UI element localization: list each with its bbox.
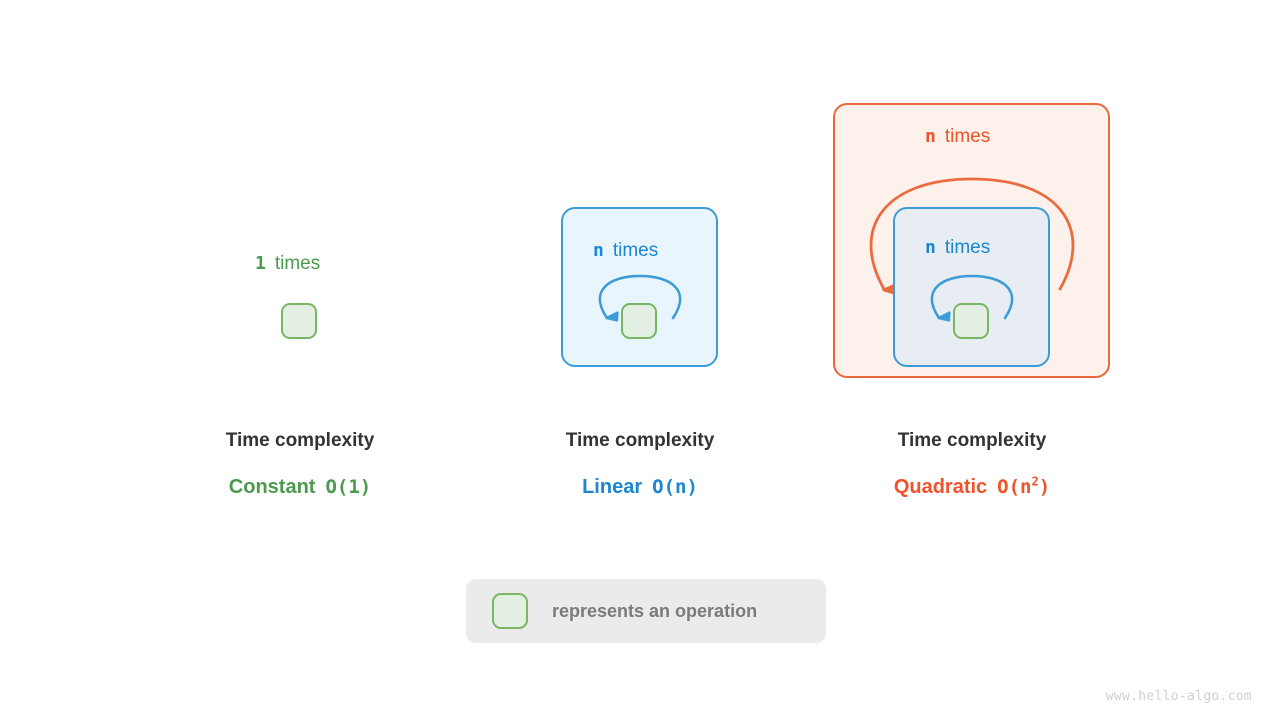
count-word: times (612, 240, 659, 261)
complexity-notation: O(n2) (997, 476, 1050, 498)
complexity-notation-close: ) (1038, 476, 1051, 498)
complexity-notation: O(n) (652, 476, 698, 498)
count-number: n (593, 240, 604, 261)
watermark: www.hello-algo.com (1105, 689, 1252, 704)
caption-value: Quadratic O(n2) (762, 476, 1182, 498)
caption-title: Time complexity (897, 430, 1047, 451)
loop-arrow-icon-inner-quadratic (930, 274, 1014, 322)
caption-value: Constant O(1) (90, 476, 510, 498)
count-word: times (944, 126, 991, 147)
caption-value: Linear O(n) (430, 476, 850, 498)
complexity-notation-exponent: 2 (1031, 474, 1039, 489)
complexity-notation: O(1) (325, 476, 372, 498)
count-number: n (925, 237, 936, 258)
count-word: times (274, 253, 321, 274)
loop-box-outer-linear (561, 207, 718, 367)
loop-box-inner-quadratic (893, 207, 1050, 367)
caption-constant: Time complexity Constant O(1) (90, 430, 510, 498)
count-word: times (944, 237, 991, 258)
operation-square (281, 303, 317, 339)
operation-square (621, 303, 657, 339)
complexity-notation-base: O(n (997, 476, 1032, 498)
loop-arrow-icon-linear (598, 274, 682, 322)
operation-square (953, 303, 989, 339)
count-number: 1 (255, 253, 266, 274)
complexity-name: Quadratic (893, 476, 988, 498)
caption-linear: Time complexity Linear O(n) (430, 430, 850, 498)
legend-operation-square-icon (492, 593, 528, 629)
count-number: n (925, 126, 936, 147)
complexity-name: Constant (228, 476, 316, 498)
caption-title: Time complexity (225, 430, 375, 451)
count-label-constant: 1 times (255, 254, 320, 273)
complexity-name: Linear (582, 476, 643, 498)
complexity-column-constant: 1 times Time complexity Constant O(1) (90, 0, 510, 560)
caption-quadratic: Time complexity Quadratic O(n2) (762, 430, 1182, 498)
caption-title: Time complexity (565, 430, 715, 451)
legend-label: represents an operation (552, 600, 758, 621)
legend: represents an operation (466, 579, 826, 643)
